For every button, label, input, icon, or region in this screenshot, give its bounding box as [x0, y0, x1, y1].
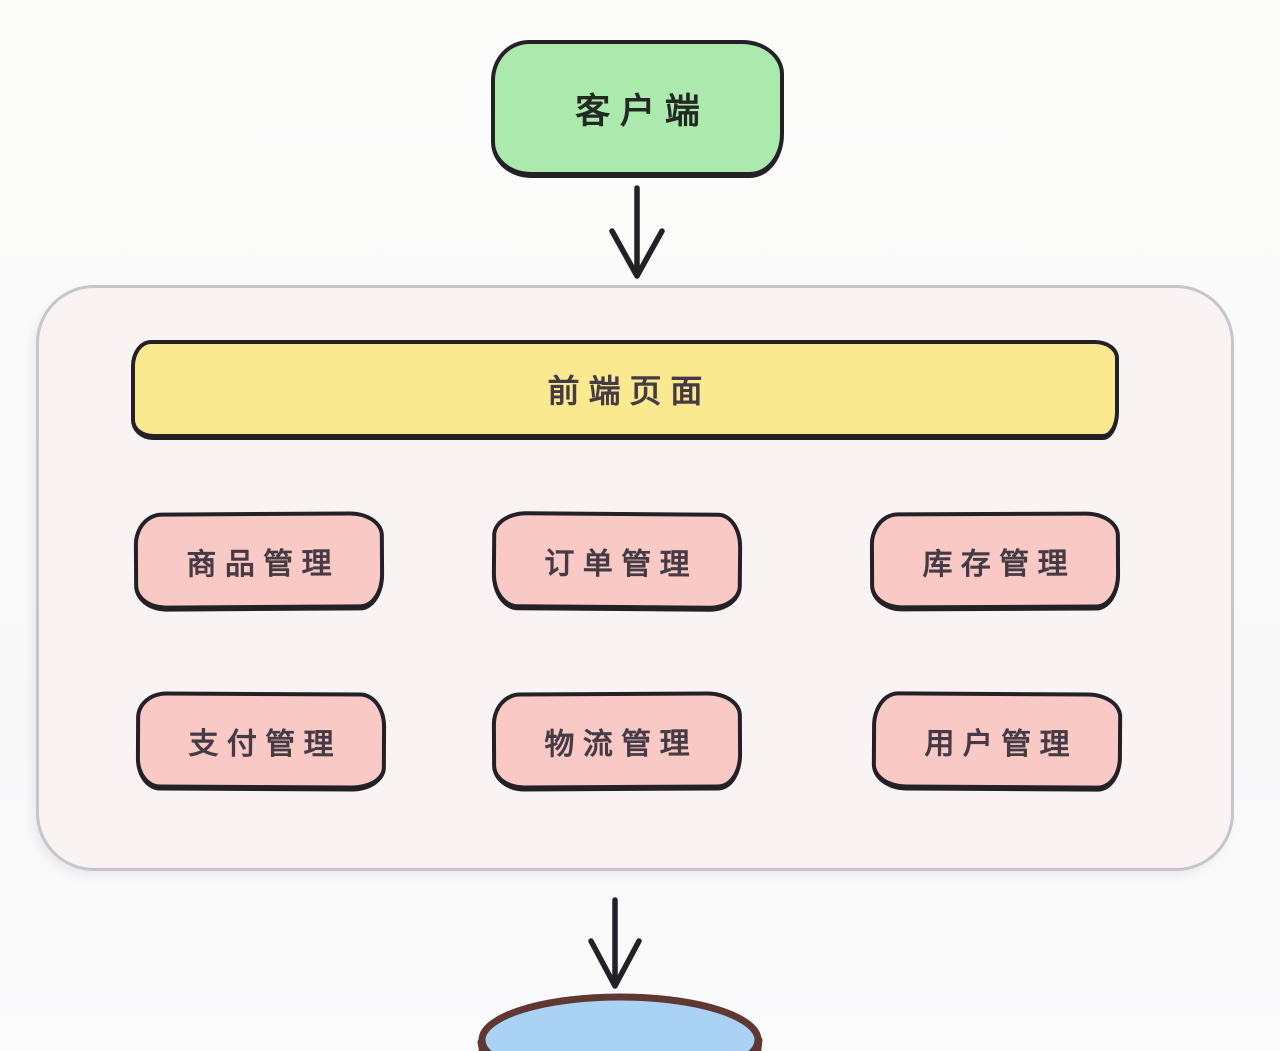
node-module-payment-label: 支付管理 — [188, 727, 343, 761]
node-module-payment: 支付管理 — [135, 691, 387, 792]
node-module-user-label: 用户管理 — [924, 727, 1079, 761]
node-module-product: 商品管理 — [133, 511, 385, 612]
node-module-product-label: 商品管理 — [186, 547, 341, 581]
node-module-user: 用户管理 — [871, 691, 1123, 792]
node-module-logistics: 物流管理 — [491, 691, 743, 792]
node-client-label: 客户端 — [575, 91, 710, 131]
node-client: 客户端 — [491, 40, 784, 178]
node-frontend-page: 前端页面 — [131, 340, 1119, 440]
node-module-inventory: 库存管理 — [869, 511, 1121, 612]
node-module-logistics-label: 物流管理 — [544, 727, 699, 761]
arrow-down-icon — [588, 897, 642, 989]
node-module-inventory-label: 库存管理 — [922, 547, 1077, 581]
node-frontend-page-label: 前端页面 — [547, 373, 712, 409]
database-cylinder-icon — [477, 993, 763, 1051]
node-module-order-label: 订单管理 — [544, 546, 699, 582]
frontend-system-container: 前端页面 商品管理 订单管理 库存管理 支付管理 物流管理 用户管理 — [36, 285, 1234, 871]
node-module-order: 订单管理 — [491, 511, 743, 612]
arrow-down-icon — [609, 185, 665, 279]
